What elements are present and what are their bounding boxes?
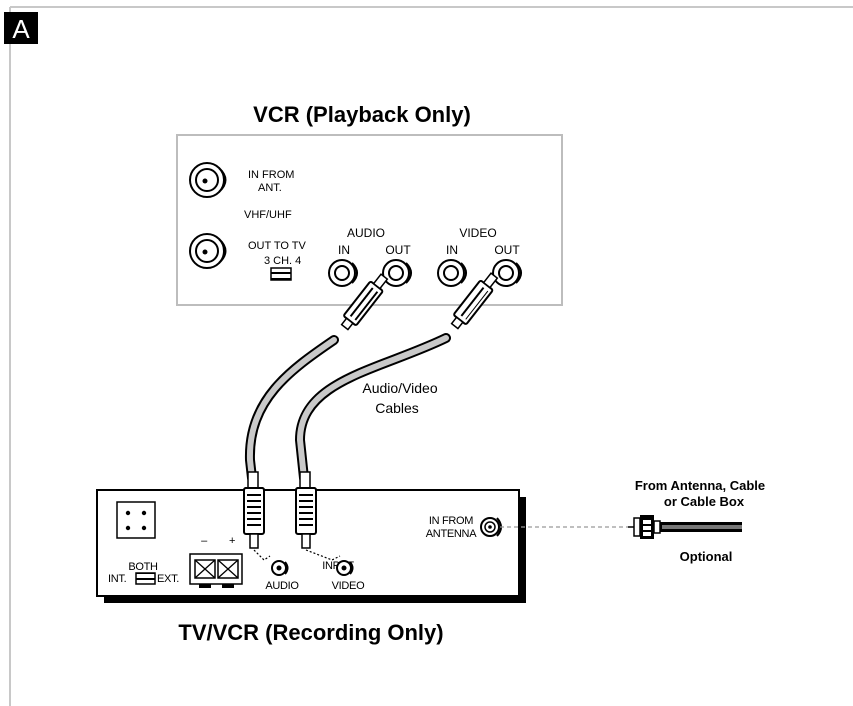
cables-label-line2: Cables [375, 400, 419, 416]
cables-label-line1: Audio/Video [362, 380, 437, 396]
vcr-ant-label: ANT. [258, 182, 282, 194]
vcr-video-header: VIDEO [459, 226, 496, 240]
vcr-channel-switch[interactable] [270, 267, 292, 281]
vcr-video-out-label: OUT [494, 243, 520, 257]
figure-letter: A [12, 14, 30, 44]
vcr-audio-out-label: OUT [385, 243, 411, 257]
source-label-line1: From Antenna, Cable [635, 478, 765, 493]
tvvcr-video-label: VIDEO [332, 580, 365, 592]
vcr-out-to-tv-jack [189, 233, 227, 269]
tvvcr-audio-label: AUDIO [265, 580, 299, 592]
figure-letter-badge [4, 12, 38, 44]
speaker-terminal-block [116, 501, 156, 539]
vcr-audio-in-label: IN [338, 243, 350, 257]
plus-label: + [229, 535, 235, 547]
tvvcr-title: TV/VCR (Recording Only) [178, 620, 443, 645]
tvvcr-audio-jack [271, 560, 289, 576]
tvvcr-antenna-label: ANTENNA [426, 528, 477, 540]
vcr-channel-switch-label: 3 CH. 4 [264, 255, 301, 267]
vcr-out-to-tv-label: OUT TO TV [248, 240, 307, 252]
vcr-in-from-ant-label: IN FROM [248, 169, 294, 181]
int-label: INT. [108, 573, 127, 585]
both-label: BOTH [128, 561, 158, 573]
vcr-video-out-jack [492, 259, 522, 287]
vcr-vhf-uhf-label: VHF/UHF [244, 209, 292, 221]
vcr-title: VCR (Playback Only) [253, 102, 471, 127]
coax-connector [628, 515, 742, 539]
tvvcr-in-from-label: IN FROM [429, 515, 473, 527]
vcr-video-in-label: IN [446, 243, 458, 257]
tvvcr-video-plug [295, 487, 341, 561]
vcr-audio-out-jack [382, 259, 412, 287]
int-ext-switch[interactable] [135, 572, 156, 585]
optional-label: Optional [680, 549, 733, 564]
minus-label: – [201, 535, 208, 547]
ext-label: EXT. [157, 573, 179, 585]
vcr-ant-in-jack [189, 162, 227, 198]
tvvcr-audio-plug [243, 487, 271, 561]
speaker-terminals [189, 553, 243, 588]
vcr-audio-in-jack [328, 259, 358, 287]
vcr-audio-header: AUDIO [347, 226, 385, 240]
tvvcr-video-jack [336, 560, 354, 576]
tvvcr-antenna-jack [480, 517, 502, 537]
vcr-video-in-jack [437, 259, 467, 287]
source-label-line2: or Cable Box [664, 494, 745, 509]
